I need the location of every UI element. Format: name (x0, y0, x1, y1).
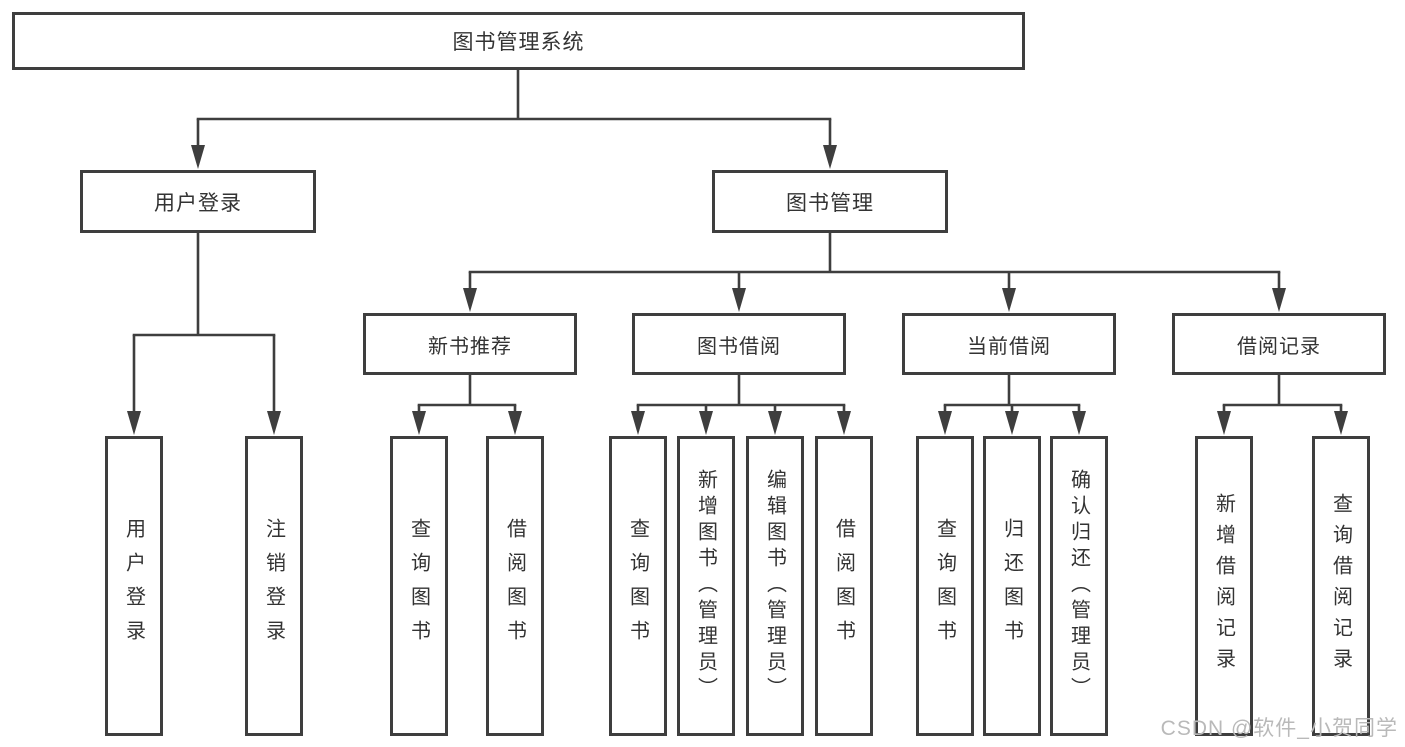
leaf-edit-books-admin: 编辑图书（管理员） (746, 436, 804, 736)
leaf-confirm-return-admin: 确认归还（管理员） (1050, 436, 1108, 736)
leaf-query-borrow-record: 查询借阅记录 (1312, 436, 1370, 736)
leaf-query-books-current: 查询图书 (916, 436, 974, 736)
node-current-borrowing: 当前借阅 (902, 313, 1116, 375)
connector-user-login-to-leaves (127, 233, 281, 435)
node-book-management: 图书管理 (712, 170, 948, 233)
node-new-book-recommend: 新书推荐 (363, 313, 577, 375)
leaf-logout: 注销登录 (245, 436, 303, 736)
node-book-borrowing: 图书借阅 (632, 313, 846, 375)
node-user-login: 用户登录 (80, 170, 316, 233)
leaf-query-books-borrow: 查询图书 (609, 436, 667, 736)
connector-newbook-to-leaves (412, 375, 522, 435)
leaf-user-login: 用户登录 (105, 436, 163, 736)
connector-current-to-leaves (938, 375, 1086, 435)
leaf-add-borrow-record: 新增借阅记录 (1195, 436, 1253, 736)
csdn-watermark: CSDN @软件_小贺同学 (1160, 717, 1398, 740)
connector-book-mgmt-to-level3 (463, 233, 1286, 312)
leaf-borrow-books-recommend: 借阅图书 (486, 436, 544, 736)
connector-records-to-leaves (1217, 375, 1348, 435)
leaf-query-books-recommend: 查询图书 (390, 436, 448, 736)
leaf-return-books: 归还图书 (983, 436, 1041, 736)
connector-borrow-to-leaves (631, 375, 851, 435)
node-library-management-system: 图书管理系统 (12, 12, 1025, 70)
connector-root-to-level2 (191, 70, 837, 169)
leaf-borrow-books: 借阅图书 (815, 436, 873, 736)
leaf-add-books-admin: 新增图书（管理员） (677, 436, 735, 736)
node-borrowing-records: 借阅记录 (1172, 313, 1386, 375)
